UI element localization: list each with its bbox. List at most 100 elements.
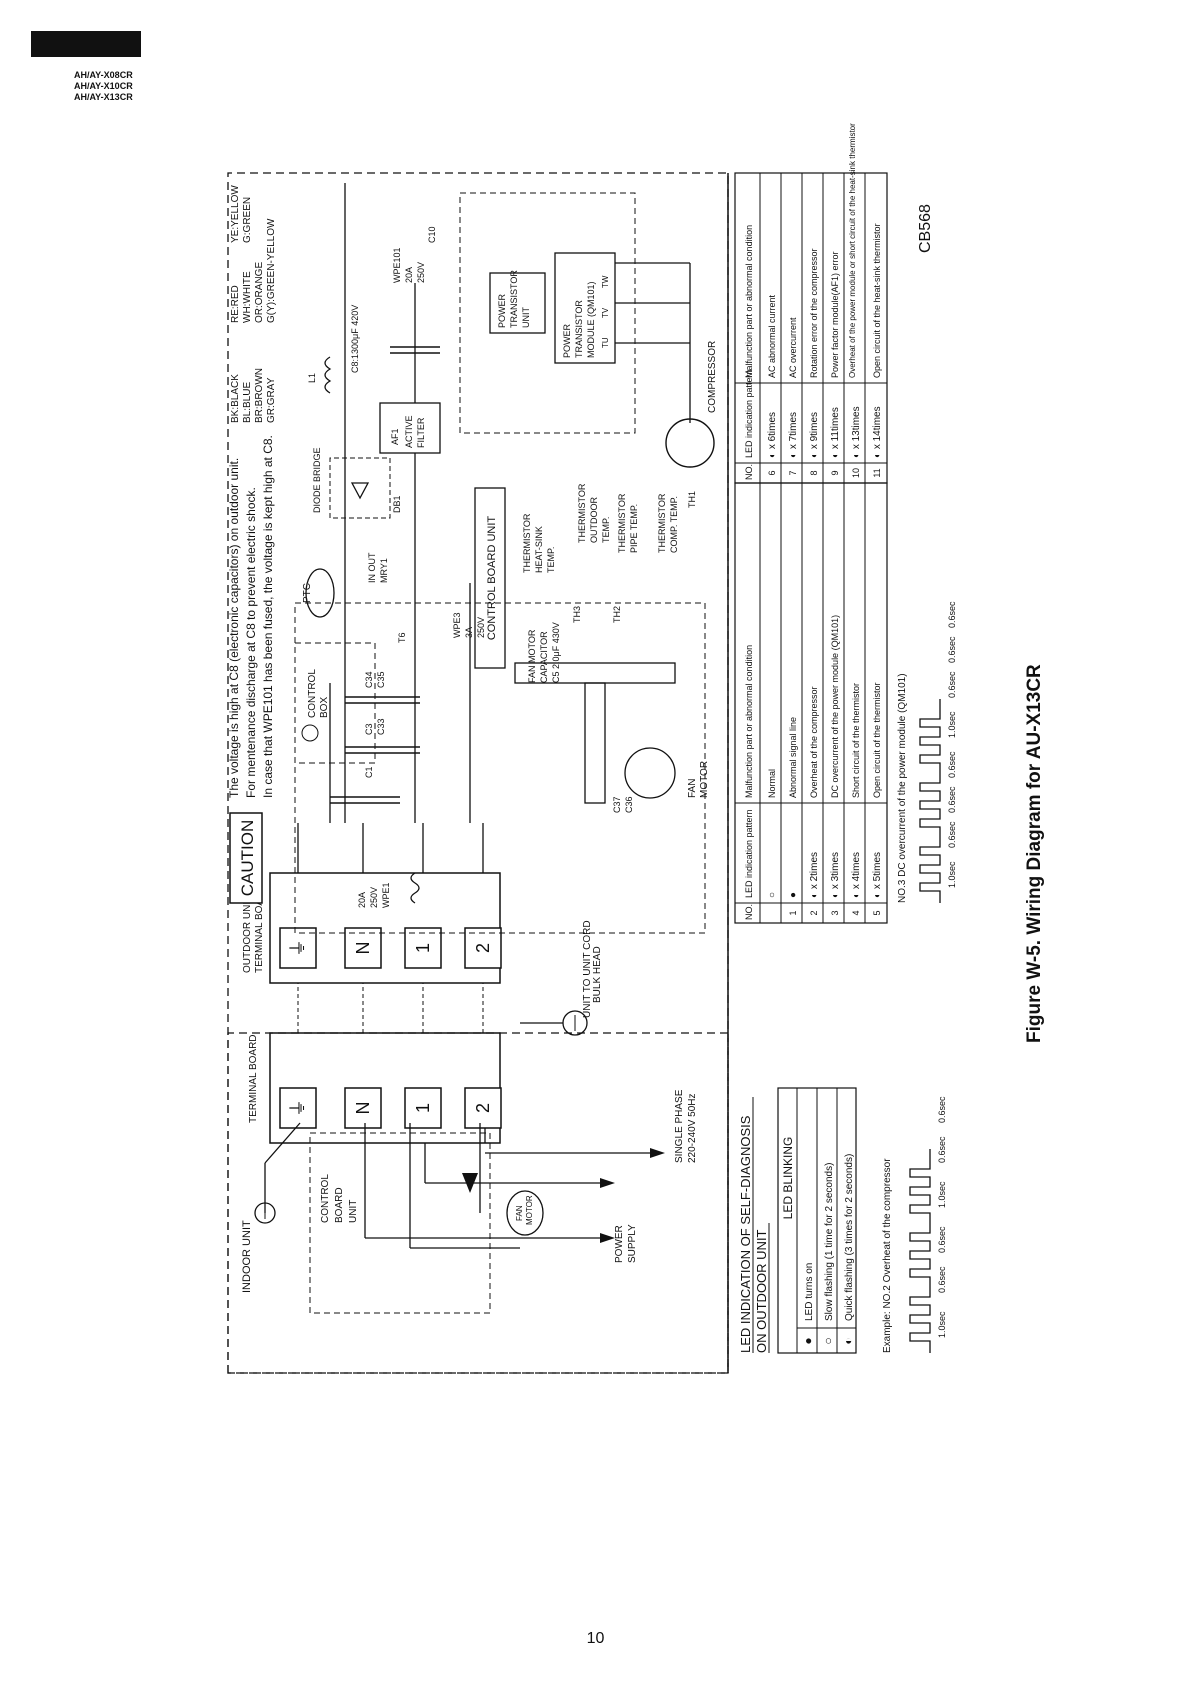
indoor-fan-motor-label: FAN bbox=[515, 1205, 524, 1221]
ground-icon bbox=[301, 724, 319, 742]
table-cell-pattern: ◐ x 2times bbox=[809, 852, 820, 898]
indoor-terminal-board-label: TERMINAL BOARD bbox=[248, 1034, 259, 1123]
outdoor-fan-motor-label: MOTOR bbox=[699, 761, 710, 798]
cap-label: C35 bbox=[376, 671, 386, 688]
table-cell-cond: Open circuit of the heat-sink thermistor bbox=[872, 223, 882, 378]
waveform-time: 0.6sec bbox=[937, 1226, 947, 1253]
bulk-head-label: BULK HEAD bbox=[592, 946, 603, 1003]
power-arrow-icon bbox=[600, 1233, 615, 1243]
wpe1-label: 20A bbox=[357, 892, 367, 908]
ptc-thermistor bbox=[305, 568, 335, 618]
color-legend-item: BR:BROWN bbox=[254, 368, 265, 423]
power-transistor-module-label: POWER bbox=[562, 323, 572, 358]
waveform-example-1 bbox=[909, 1149, 931, 1353]
table-cell-pattern: ◐ x 6times bbox=[767, 412, 778, 458]
power-supply-label: SUPPLY bbox=[627, 1224, 638, 1263]
table-cell-no: 1 bbox=[788, 910, 798, 915]
waveform-time: 1.0sec bbox=[937, 1181, 947, 1208]
control-box-label: BOX bbox=[319, 697, 330, 718]
indoor-terminal bbox=[404, 1087, 442, 1129]
outdoor-terminal bbox=[404, 927, 442, 969]
indoor-ground-icon bbox=[254, 1202, 276, 1224]
table-cell-no: 2 bbox=[809, 910, 819, 915]
indoor-terminal-label: 2 bbox=[473, 1103, 493, 1113]
blink-symbol: ◐ bbox=[841, 1337, 855, 1344]
wpe1-label: WPE1 bbox=[381, 882, 391, 908]
active-filter-label: AF1 bbox=[390, 428, 400, 445]
blink-text: Quick flashing (3 times for 2 seconds) bbox=[844, 1154, 855, 1321]
thermistor-heat-sink-label: THERMISTOR bbox=[522, 513, 532, 573]
active-filter-label: FILTER bbox=[416, 417, 426, 448]
unit-cord-label: UNIT TO UNIT CORD bbox=[582, 920, 593, 1018]
caution-line: In case that WPE101 has been fused, the … bbox=[261, 435, 275, 798]
wpe101-label: 20A bbox=[404, 267, 414, 283]
color-legend-item: BL:BLUE bbox=[242, 382, 253, 423]
power-supply-label: POWER bbox=[614, 1225, 625, 1263]
wpe3-label: 250V bbox=[476, 617, 486, 638]
indoor-terminal-label: 1 bbox=[413, 1103, 433, 1113]
inductor-l1 bbox=[324, 356, 332, 394]
fan-motor-cap-label: FAN MOTOR bbox=[527, 629, 537, 683]
color-legend-item: GR:GRAY bbox=[266, 377, 277, 423]
thermistor-heat-sink-label: HEAT-SINK bbox=[534, 526, 544, 573]
waveform-time: 1.0sec bbox=[947, 861, 957, 888]
table-cell-no: 9 bbox=[830, 470, 840, 475]
thermistor-pipe-label: PIPE TEMP. bbox=[629, 504, 639, 553]
power-transistor-unit bbox=[489, 272, 546, 334]
wpe1-label: 250V bbox=[369, 887, 379, 908]
table-cell-cond: Overheat of the compressor bbox=[809, 686, 819, 798]
table-cell-pattern: ◐ x 9times bbox=[809, 412, 820, 458]
table-cell-no: 4 bbox=[851, 910, 861, 915]
table-header: Malfunction part or abnormal condition bbox=[744, 645, 754, 798]
mry1-label: MRY1 bbox=[379, 558, 389, 583]
indoor-terminal bbox=[464, 1087, 502, 1129]
waveform-time: 1.0sec bbox=[937, 1311, 947, 1338]
thermistor-comp-label: THERMISTOR bbox=[657, 493, 667, 553]
diagram-outer-border bbox=[227, 172, 729, 1374]
table-cell-pattern: ◐ x 13times bbox=[851, 406, 862, 458]
outdoor-terminal-label-text: ⏚ bbox=[288, 939, 308, 957]
single-phase-label: 220-240V 50Hz bbox=[687, 1094, 698, 1164]
table-cell-no: 3 bbox=[830, 910, 840, 915]
power-transistor-module bbox=[554, 252, 616, 364]
wpe101-label: 250V bbox=[416, 262, 426, 283]
power-transistor-unit-label: TRANSISTOR bbox=[509, 270, 519, 328]
control-board-unit bbox=[474, 487, 506, 669]
th1-label: TH1 bbox=[687, 491, 697, 508]
power-arrow-icon bbox=[650, 1148, 665, 1158]
ptc-label: PTC bbox=[302, 583, 313, 603]
color-legend-item: G(Y):GREEN-YELLOW bbox=[266, 218, 277, 323]
outdoor-terminal-label-text: 2 bbox=[473, 943, 493, 953]
outdoor-fan-motor bbox=[624, 747, 676, 799]
table-cell-cond: Normal bbox=[767, 769, 777, 798]
waveform-example-2 bbox=[919, 699, 941, 903]
module-pin: TV bbox=[601, 307, 610, 318]
led-section-title: LED INDICATION OF SELF-DIAGNOSIS bbox=[738, 1115, 753, 1353]
control-box-label: CONTROL bbox=[307, 669, 318, 718]
color-legend-item: OR:ORANGE bbox=[254, 262, 265, 323]
active-filter-label: ACTIVE bbox=[404, 415, 414, 448]
diode-icon bbox=[350, 482, 370, 500]
thermistor-comp-label: COMP. TEMP. bbox=[669, 496, 679, 553]
indoor-terminal bbox=[344, 1087, 382, 1129]
wpe101-label: WPE101 bbox=[392, 247, 402, 283]
cn3-label: C37 bbox=[612, 796, 622, 813]
cn3-connector bbox=[584, 682, 606, 804]
table-cell-cond: Rotation error of the compressor bbox=[809, 248, 819, 378]
page-number: 10 bbox=[586, 1630, 605, 1647]
c8-label: C8:1300μF 420V bbox=[350, 305, 360, 373]
indoor-fan-motor-label: MOTOR bbox=[525, 1195, 534, 1225]
power-arrow-icon bbox=[600, 1178, 615, 1188]
caution-line: For mentenance discharge at C8 to preven… bbox=[244, 487, 258, 798]
table-cell-no: 6 bbox=[767, 470, 777, 475]
outdoor-terminal-label: OUTDOOR UNIT bbox=[242, 896, 253, 973]
led-table-1: NO. LED indication pattern Malfunction p… bbox=[734, 482, 888, 924]
module-pin: TW bbox=[601, 275, 610, 288]
table-cell-no: 8 bbox=[809, 470, 819, 475]
thermistor-outdoor-label: OUTDOOR bbox=[589, 497, 599, 543]
diode-bridge-label: DIODE BRIDGE bbox=[312, 447, 322, 513]
table-cell-pattern: ◐ x 3times bbox=[830, 852, 841, 898]
c10-label: C10 bbox=[427, 226, 437, 243]
compressor-label: COMPRESSOR bbox=[707, 341, 718, 413]
outdoor-terminal bbox=[464, 927, 502, 969]
